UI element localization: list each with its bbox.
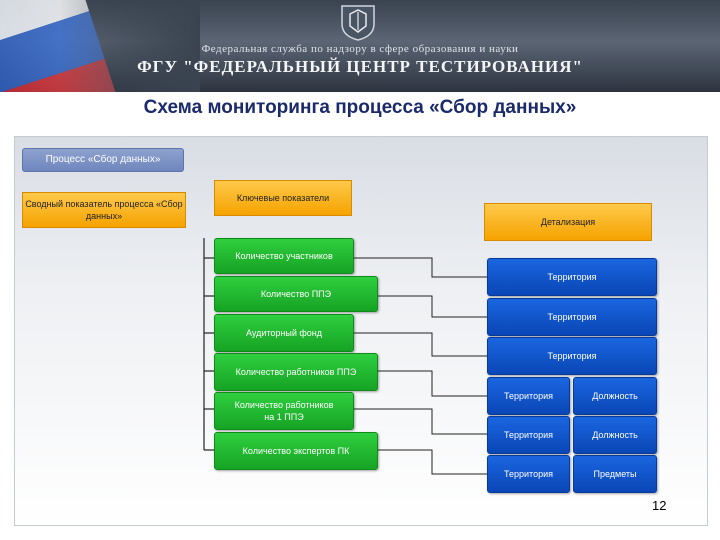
emblem-icon: [341, 5, 375, 41]
detail-position-5: Должность: [573, 416, 657, 454]
summary-indicator-box: Сводный показатель процесса «Сбор данных…: [22, 192, 186, 228]
key-indicators-header: Ключевые показатели: [214, 180, 352, 216]
center-name: ФГУ "ФЕДЕРАЛЬНЫЙ ЦЕНТР ТЕСТИРОВАНИЯ": [137, 57, 583, 76]
agency-name: Федеральная служба по надзору в сфере об…: [201, 43, 519, 55]
detail-territory-1: Территория: [487, 258, 657, 296]
detail-subjects-6: Предметы: [573, 455, 657, 493]
slide-title: Схема мониторинга процесса «Сбор данных»: [143, 97, 577, 118]
detail-header: Детализация: [484, 203, 652, 241]
detail-territory-2: Территория: [487, 298, 657, 336]
process-box: Процесс «Сбор данных»: [22, 148, 184, 172]
detail-territory-3: Территория: [487, 337, 657, 375]
indicator-participants: Количество участников: [214, 238, 354, 274]
indicator-workers-per-ppe: Количество работников на 1 ППЭ: [214, 392, 354, 430]
detail-territory-4: Территория: [487, 377, 570, 415]
header-banner: Федеральная служба по надзору в сфере об…: [0, 0, 720, 92]
indicator-ppe-workers: Количество работников ППЭ: [214, 353, 378, 391]
indicator-experts: Количество экспертов ПК: [214, 432, 378, 470]
indicator-classroom-fund: Аудиторный фонд: [214, 314, 354, 352]
detail-territory-6: Территория: [487, 455, 570, 493]
indicator-ppe-count: Количество ППЭ: [214, 276, 378, 312]
page-number: 12: [652, 498, 667, 513]
detail-position-4: Должность: [573, 377, 657, 415]
detail-territory-5: Территория: [487, 416, 570, 454]
